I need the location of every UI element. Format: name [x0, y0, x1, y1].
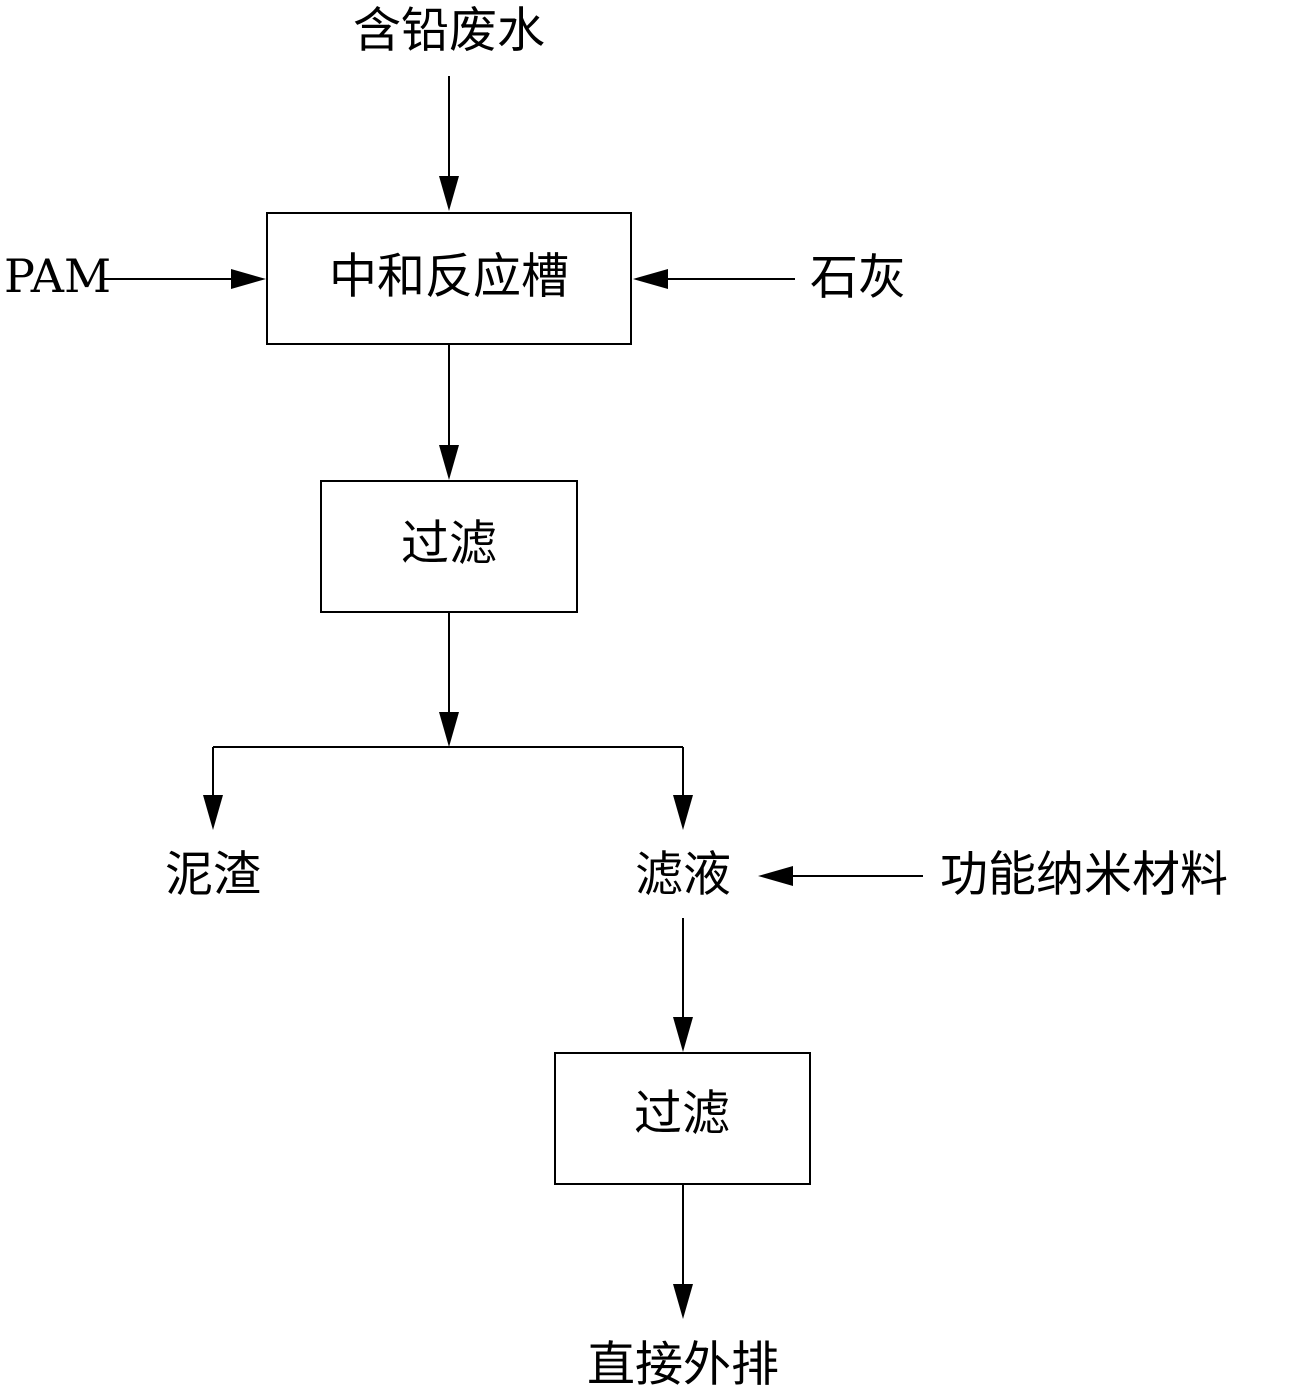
arrow-to-sludge-head	[203, 795, 223, 830]
arrow-tank-to-filter-head	[439, 445, 459, 480]
box-filter-1: 过滤	[320, 480, 578, 613]
label-lime: 石灰	[810, 250, 906, 306]
arrow-filter-to-discharge-head	[673, 1284, 693, 1319]
arrow-pam-head	[231, 269, 266, 289]
label-input-wastewater: 含铅废水	[353, 3, 545, 59]
box-neutralization-tank: 中和反应槽	[266, 212, 632, 345]
arrow-lime-head	[633, 269, 668, 289]
label-sludge: 泥渣	[165, 847, 261, 903]
arrow-to-filtrate-head	[673, 795, 693, 830]
box-neutralization-tank-label: 中和反应槽	[329, 249, 569, 305]
arrow-input-to-tank-head	[439, 176, 459, 211]
label-nano-material: 功能纳米材料	[940, 847, 1228, 903]
label-filtrate: 滤液	[635, 847, 731, 903]
box-filter-1-label: 过滤	[401, 516, 497, 572]
arrow-nano-head	[758, 866, 793, 886]
box-filter-2-label: 过滤	[634, 1086, 730, 1142]
label-discharge: 直接外排	[587, 1337, 779, 1393]
arrow-filtrate-to-filter-head	[673, 1017, 693, 1052]
box-filter-2: 过滤	[554, 1052, 811, 1185]
label-pam: PAM	[4, 249, 111, 303]
arrow-filter-to-split-head	[439, 712, 459, 747]
